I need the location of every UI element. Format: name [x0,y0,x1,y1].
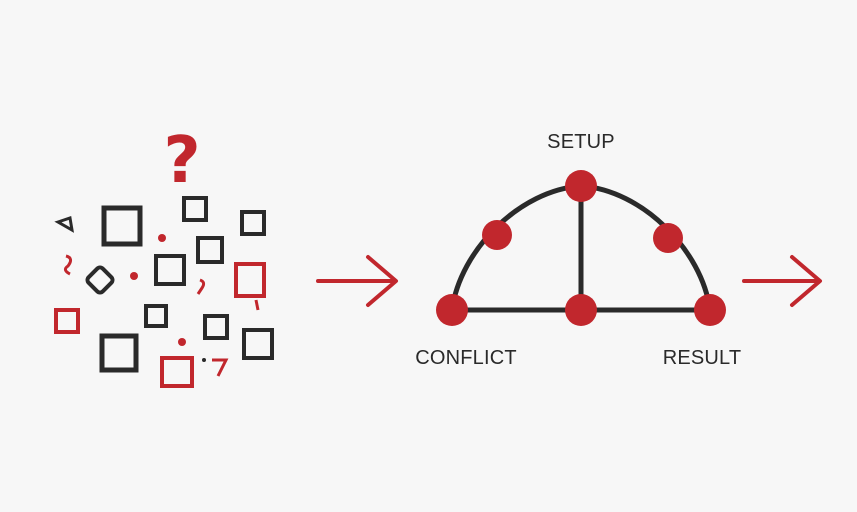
fragment-icon [65,256,70,274]
story-arc: SETUP CONFLICT RESULT [415,131,741,369]
dot-icon [130,272,138,280]
arc-node-conflict [436,294,468,326]
chaos-cluster: ? [56,124,272,386]
arc-node-result [694,294,726,326]
square-icon [236,264,264,296]
dot-icon [202,358,206,362]
square-icon [146,306,166,326]
square-icon [156,256,184,284]
arrow-right-icon [744,257,820,305]
square-icon [104,208,140,244]
label-setup: SETUP [547,131,615,153]
arc-node [565,294,597,326]
square-icon [102,336,136,370]
label-conflict: CONFLICT [415,347,517,369]
fragment-icon [58,218,72,230]
arc-node [653,223,683,253]
square-icon [56,310,78,332]
square-icon [242,212,264,234]
square-icon [198,238,222,262]
arc-node-setup [565,170,597,202]
square-icon [244,330,272,358]
arrow-right-icon [318,257,396,305]
square-icon [205,316,227,338]
square-icon [162,358,192,386]
dot-icon [158,234,166,242]
label-result: RESULT [663,347,742,369]
dot-icon [178,338,186,346]
fragment-icon [212,360,226,376]
question-mark-icon: ? [163,124,200,198]
arc-node [482,220,512,250]
fragment-icon [256,300,258,310]
square-icon [184,198,206,220]
diamond-icon [86,266,114,294]
fragment-icon [198,280,204,294]
